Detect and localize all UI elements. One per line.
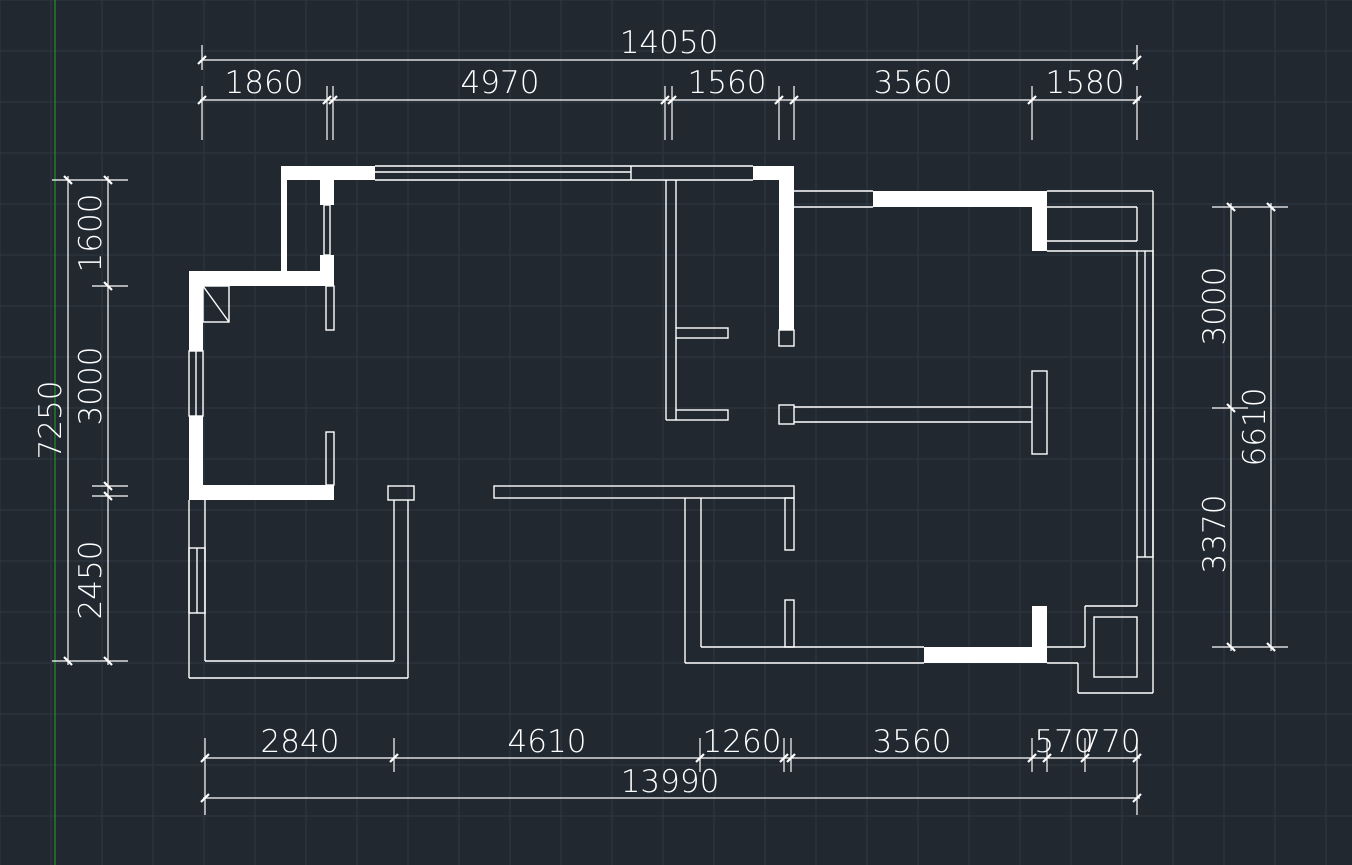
floor-plan-walls-solid: [189, 166, 1047, 663]
dim-left-seg-3: 2450: [73, 541, 109, 620]
dim-top-seg-3: 1560: [688, 65, 767, 101]
dim-right-seg-1: 3000: [1197, 267, 1233, 346]
dim-bottom-seg-5: 570: [1034, 724, 1093, 760]
dimension-left: [52, 175, 128, 666]
dim-top-overall: 14050: [620, 25, 719, 61]
dim-left-seg-1: 1600: [73, 194, 109, 273]
dim-bottom-seg-6: 770: [1081, 724, 1140, 760]
floor-plan-walls-outline: [188, 165, 1154, 694]
dimension-top: [197, 45, 1142, 140]
dim-top-seg-1: 1860: [225, 65, 304, 101]
dim-top-seg-5: 1580: [1046, 65, 1125, 101]
dim-bottom-seg-4: 3560: [873, 724, 952, 760]
dim-top-seg-2: 4970: [461, 65, 540, 101]
dimension-right: [1212, 202, 1288, 652]
dim-bottom-seg-3: 1260: [703, 724, 782, 760]
dim-left-seg-2: 3000: [73, 347, 109, 426]
dim-top-seg-4: 3560: [874, 65, 953, 101]
dim-right-overall: 6610: [1237, 388, 1273, 467]
dim-right-seg-2: 3370: [1197, 495, 1233, 574]
dimension-bottom: [200, 738, 1142, 815]
dim-bottom-seg-1: 2840: [261, 724, 340, 760]
dim-bottom-overall: 13990: [621, 764, 720, 800]
dim-bottom-seg-2: 4610: [508, 724, 587, 760]
dim-left-overall: 7250: [33, 381, 69, 460]
